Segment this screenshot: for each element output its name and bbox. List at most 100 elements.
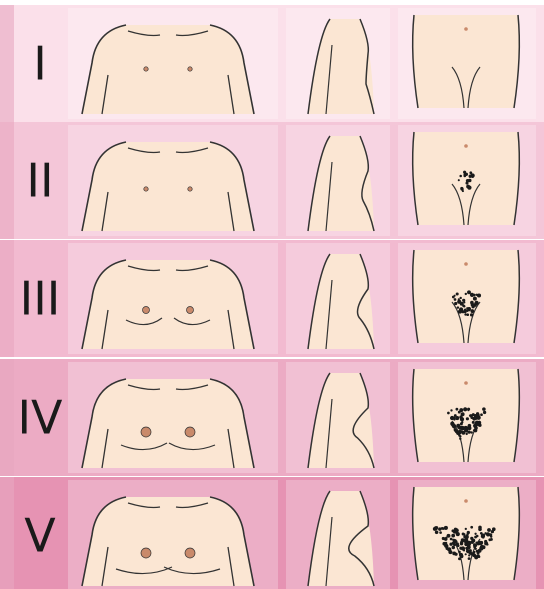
- pubic-hair-dot: [467, 531, 470, 534]
- pubic-hair-dot: [488, 538, 491, 541]
- front-torso: [82, 142, 254, 231]
- pubic-region: [413, 487, 520, 580]
- pubic-hair-dot: [434, 526, 438, 530]
- pubic-hair-dot: [444, 544, 448, 548]
- pubic-hair-dot: [457, 300, 461, 304]
- pubic-hair-dot: [452, 296, 455, 299]
- pubic-hair-dot: [454, 302, 457, 305]
- pubic-hair-dot: [476, 414, 479, 417]
- pubic-hair-dot: [458, 310, 462, 314]
- pubic-hair-dot: [475, 548, 477, 550]
- stage-label: II: [26, 154, 53, 208]
- pubic-hair-dot: [462, 428, 464, 430]
- pubic-hair-dot: [459, 437, 461, 439]
- pubic-hair-dot: [477, 542, 481, 546]
- pubic-region: [413, 132, 520, 225]
- pubic-hair-dot: [451, 534, 455, 538]
- pubic-hair-dot: [464, 313, 466, 315]
- navel: [464, 499, 468, 503]
- pubic-hair-dot: [473, 294, 476, 297]
- pubic-hair-dot: [483, 411, 486, 414]
- pubic-hair-dot: [484, 532, 486, 534]
- pubic-hair-dot: [460, 422, 463, 425]
- pubic-hair-dot: [456, 542, 459, 545]
- pubic-hair-dot: [460, 297, 462, 299]
- pubic-hair-dot: [458, 551, 461, 554]
- pubic-hair-dot: [458, 411, 461, 414]
- pubic-hair-dot: [459, 175, 462, 178]
- pubic-hair-dot: [466, 433, 468, 435]
- pubic-hair-dot: [467, 409, 469, 411]
- torso-fill: [82, 25, 254, 114]
- right-nipple: [187, 307, 194, 314]
- stage-row: II: [0, 122, 544, 239]
- pubic-hair-dot: [457, 306, 459, 308]
- stage-row: IV: [0, 359, 544, 476]
- pubic-hair-dot: [462, 533, 465, 536]
- pubic-hair-dot: [450, 422, 454, 426]
- pubic-hair-dot: [470, 313, 473, 316]
- pubic-hair-dot: [474, 533, 476, 535]
- pubic-hair-dot: [481, 534, 485, 538]
- torso-fill: [82, 497, 254, 586]
- pubic-hair-dot: [479, 550, 482, 553]
- pubic-hair-dot: [486, 543, 488, 545]
- pubic-hair-dot: [455, 553, 458, 556]
- pubic-region: [413, 369, 520, 462]
- pubic-hair-dot: [459, 553, 463, 557]
- pubic-hair-dot: [487, 533, 489, 535]
- pubic-hair-dot: [482, 545, 486, 549]
- left-nipple: [141, 427, 151, 437]
- label-gutter: [0, 477, 14, 589]
- pubic-hair-dot: [452, 546, 455, 549]
- pubic-hair-dot: [491, 530, 494, 533]
- left-nipple: [144, 67, 148, 71]
- pubic-hair-dot: [450, 409, 452, 411]
- stage-label: III: [20, 272, 61, 326]
- stage-row: III: [0, 240, 544, 357]
- pubic-hair-dot: [474, 536, 477, 539]
- pubic-hair-dot: [468, 424, 472, 428]
- pubic-hair-dot: [470, 431, 472, 433]
- pubic-hair-dot: [447, 534, 451, 538]
- pubic-hair-dot: [468, 554, 470, 556]
- pubic-hair-dot: [487, 528, 491, 532]
- pubic-hair-dot: [444, 526, 448, 530]
- front-torso: [82, 379, 254, 468]
- pubic-hair-dot: [458, 434, 461, 437]
- pubic-hair-dot: [453, 539, 455, 541]
- stage-label: V: [24, 509, 56, 563]
- pubic-hair-dot: [478, 526, 482, 530]
- right-nipple: [188, 187, 192, 191]
- pubic-hair-dot: [480, 413, 483, 416]
- navel: [464, 381, 468, 385]
- pubic-region: [413, 15, 520, 108]
- pubic-hair-dot: [456, 292, 459, 295]
- pubic-hair-dot: [435, 531, 439, 535]
- label-gutter: [0, 240, 14, 357]
- pubic-hair-dot: [439, 531, 442, 534]
- pubic-hair-dot: [462, 304, 465, 307]
- pubic-hair-dot: [470, 302, 472, 304]
- pubic-hair-dot: [465, 541, 468, 544]
- pubic-hair-dot: [458, 298, 460, 300]
- torso-fill: [82, 379, 254, 468]
- pubic-hair-dot: [468, 309, 470, 311]
- navel: [464, 144, 468, 148]
- pubic-hair-dot: [461, 188, 464, 191]
- navel: [464, 262, 468, 266]
- left-nipple: [144, 187, 148, 191]
- pubic-hair-dot: [470, 552, 473, 555]
- pubic-hair-dot: [450, 416, 454, 420]
- stage-row: I: [0, 5, 544, 122]
- pubic-hair-dot: [463, 301, 465, 303]
- pubic-hair-dot: [469, 414, 471, 416]
- label-gutter: [0, 359, 14, 476]
- pubic-hair-dot: [452, 542, 455, 545]
- pubic-hair-dot: [458, 557, 461, 560]
- pubic-hair-dot: [461, 419, 463, 421]
- pubic-hair-dot: [467, 185, 471, 189]
- pubic-hair-dot: [466, 417, 469, 420]
- pubic-hair-dot: [465, 553, 467, 555]
